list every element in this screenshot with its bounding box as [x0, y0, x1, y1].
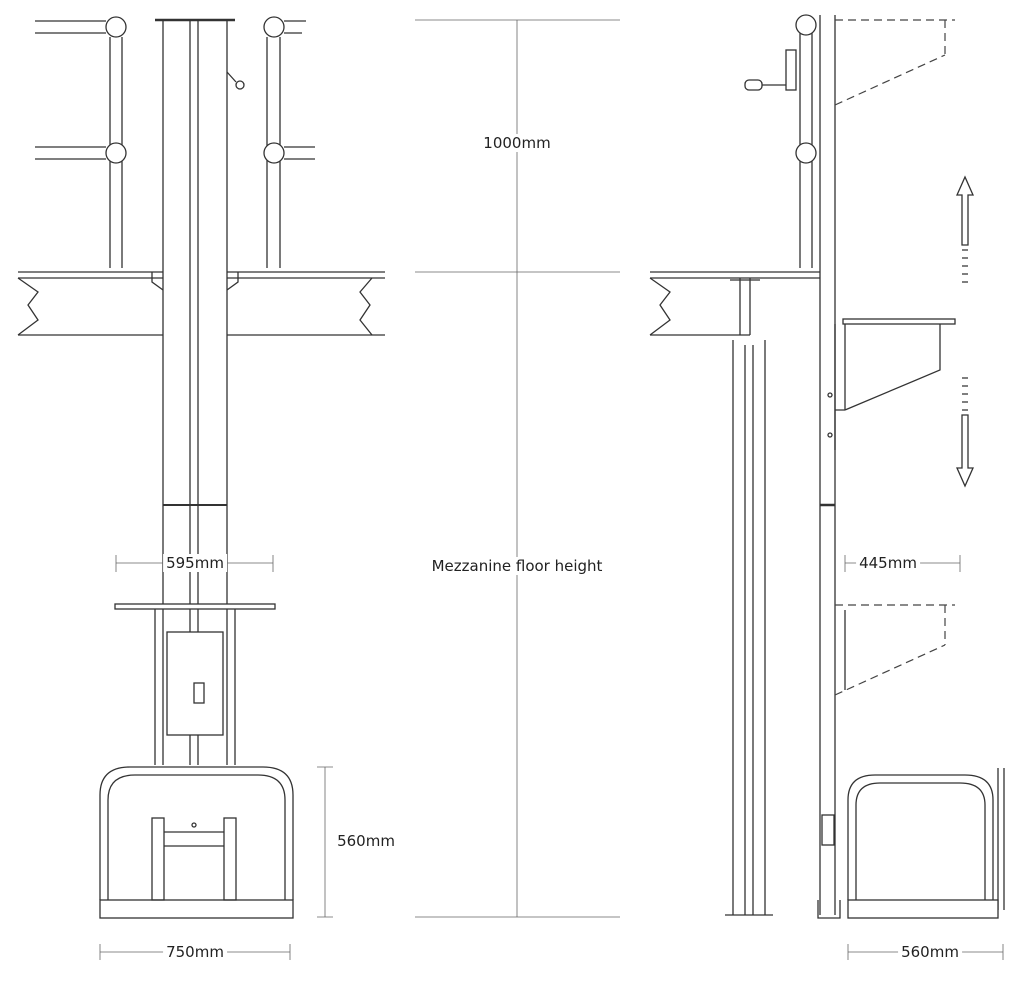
handrail-left — [35, 16, 127, 268]
mast — [155, 18, 245, 765]
arrow-down-icon — [955, 414, 975, 488]
dimension-lines — [99, 555, 1004, 960]
carriage-bottom-ghost — [834, 604, 955, 696]
guard-height-label: 1000mm — [480, 134, 554, 152]
floor-height-label: Mezzanine floor height — [428, 557, 606, 575]
mezzanine-floor-side — [649, 271, 820, 336]
travel-arrows — [955, 175, 975, 488]
support-column — [725, 340, 773, 916]
carriage-width-label: 595mm — [163, 554, 227, 572]
base-width-label: 750mm — [163, 943, 227, 961]
carriage-top-ghost — [834, 19, 955, 106]
height-dimension — [415, 19, 620, 918]
base-depth-label: 560mm — [898, 943, 962, 961]
mast-side — [817, 15, 841, 919]
carriage-depth-label: 445mm — [856, 554, 920, 572]
gate-front — [99, 766, 294, 919]
mezzanine-floor — [17, 271, 385, 336]
front-view — [17, 16, 385, 919]
gate-side — [847, 768, 1005, 919]
carriage-mid — [827, 318, 956, 450]
side-view — [649, 14, 1005, 919]
carriage-front — [114, 603, 276, 765]
handrail-right — [263, 16, 315, 268]
gate-height-label: 560mm — [334, 832, 398, 850]
arrow-up-icon — [955, 175, 975, 246]
side-handrail — [744, 14, 817, 268]
